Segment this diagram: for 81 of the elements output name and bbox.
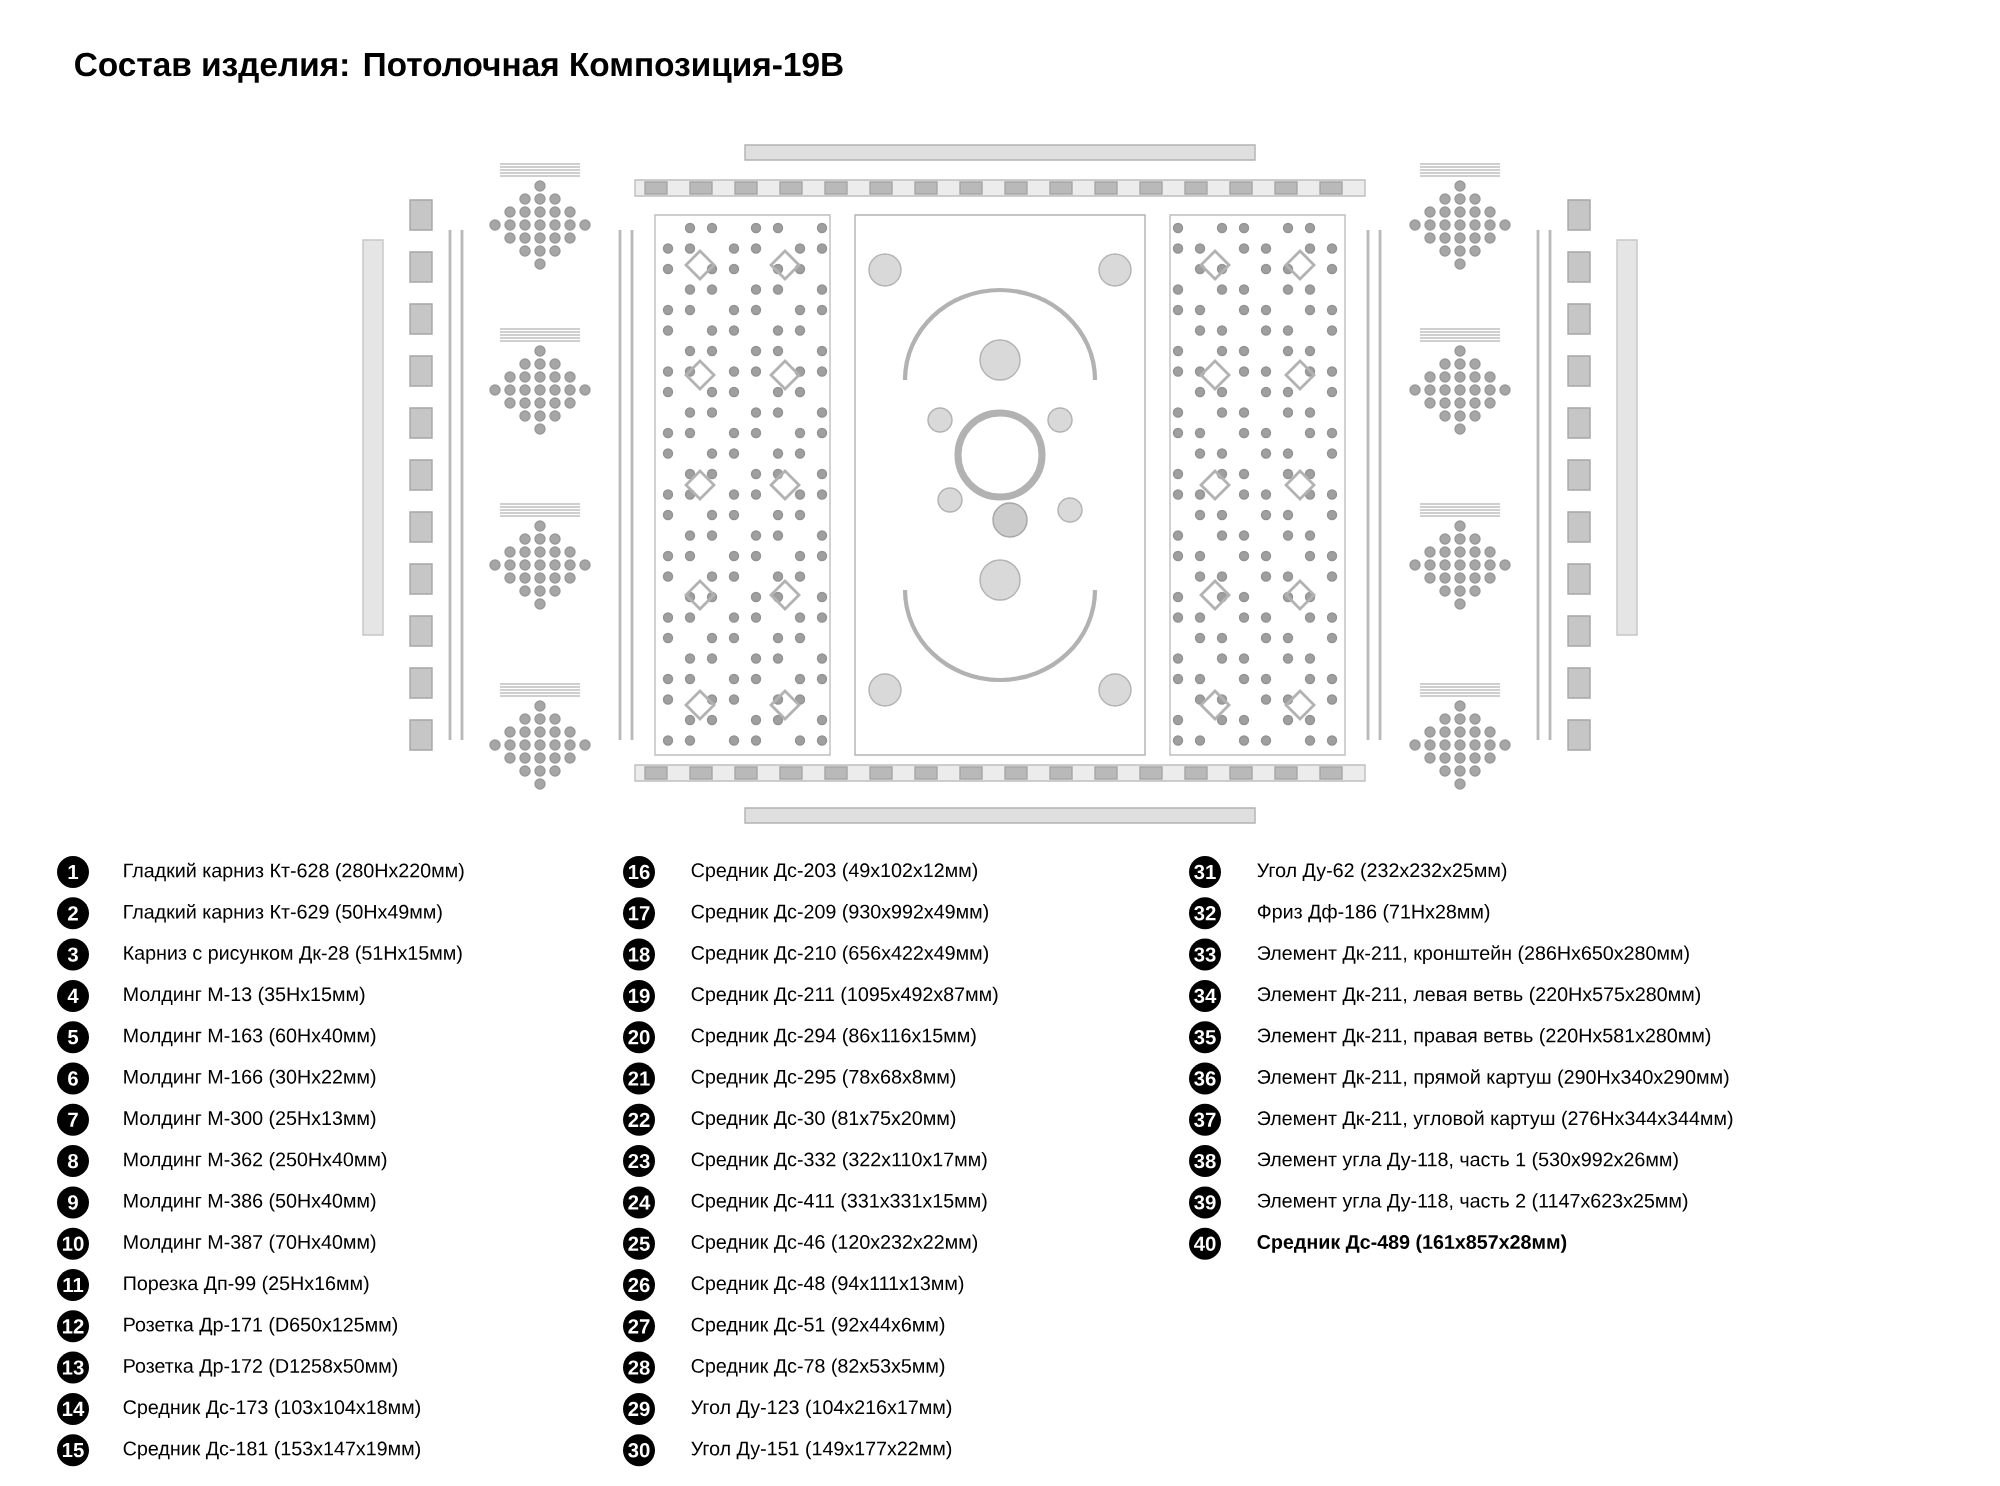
part-description: Средник Дс-211 (1095х492х87мм) [691, 986, 998, 1006]
part-description: Порезка Дп-99 (25Нх16мм) [124, 1275, 369, 1295]
part-description: Элемент угла Ду-118, часть 1 (530х992х26мм) [1257, 1151, 1678, 1171]
callout-number: 9 [57, 1186, 89, 1219]
callout-number: 35 [1189, 1021, 1221, 1054]
part-description: Молдинг М-300 (25Нх13мм) [124, 1110, 376, 1129]
part-description: Средник Дс-203 (49х102х12мм) [691, 862, 978, 882]
part-description: Молдинг М-386 (50Нх40мм) [124, 1193, 376, 1212]
callout-number: 34 [1189, 979, 1221, 1012]
part-description: Элемент угла Ду-118, часть 2 (1147х623х25мм) [1257, 1193, 1688, 1212]
part-description: Средник Дс-48 (94х111х13мм) [691, 1275, 964, 1295]
part-description: Молдинг М-13 (35Нх15мм) [124, 986, 365, 1006]
callout-number: 8 [57, 1145, 89, 1178]
part-description: Средник Дс-332 (322х110х17мм) [691, 1151, 987, 1171]
part-description: Гладкий карниз Кт-628 (280Нх220мм) [124, 862, 464, 882]
callout-number: 36 [1189, 1062, 1221, 1095]
callout-number: 33 [1189, 938, 1221, 971]
callout-number: 31 [1189, 856, 1221, 888]
callout-number: 15 [57, 1434, 89, 1467]
part-description: Средник Дс-295 (78х68х8мм) [691, 1069, 956, 1088]
part-description: Средник Дс-294 (86х116х15мм) [691, 1028, 976, 1047]
callout-number: 13 [57, 1351, 89, 1384]
callout-number: 27 [623, 1310, 655, 1343]
callout-number: 37 [1189, 1103, 1221, 1136]
part-description: Средник Дс-411 (331х331х15мм) [691, 1193, 987, 1212]
part-description: Молдинг М-166 (30Нх22мм) [124, 1069, 376, 1088]
part-description: Средник Дс-489 (161х857х28мм) [1257, 1234, 1567, 1253]
part-description: Средник Дс-209 (930х992х49мм) [691, 904, 988, 923]
part-description: Карниз с рисунком Дк-28 (51Нх15мм) [124, 945, 462, 964]
callout-number: 22 [623, 1103, 655, 1136]
callout-number: 24 [623, 1186, 655, 1219]
callout-number: 20 [623, 1021, 655, 1054]
title: Состав изделия: Потолочная Композиция-19В [75, 52, 843, 83]
callout-number: 17 [623, 897, 655, 930]
part-description: Угол Ду-62 (232х232х25мм) [1257, 862, 1507, 882]
callout-number: 3 [57, 938, 89, 971]
callout-number: 26 [623, 1269, 655, 1301]
callout-number: 25 [623, 1227, 655, 1260]
part-description: Средник Дс-181 (153х147х19мм) [123, 1441, 420, 1460]
part-description: Средник Дс-46 (120х232х22мм) [691, 1234, 978, 1253]
callout-number: 10 [57, 1227, 89, 1260]
callout-number: 21 [623, 1062, 655, 1095]
callout-number: 14 [57, 1392, 89, 1425]
callout-number: 29 [623, 1392, 655, 1425]
part-description: Средник Дс-51 (92х44х6мм) [691, 1317, 945, 1336]
part-description: Элемент Дк-211, правая ветвь (220Нх581х280мм) [1257, 1028, 1711, 1047]
part-description: Розетка Др-172 (D1258х50мм) [124, 1358, 398, 1377]
part-description: Элемент Дк-211, угловой картуш (276Нх344х344мм) [1257, 1110, 1733, 1130]
callout-number: 1 [57, 856, 89, 888]
callout-number: 30 [623, 1434, 655, 1467]
part-description: Гладкий карниз Кт-629 (50Нх49мм) [124, 903, 442, 923]
callout-number: 40 [1189, 1227, 1221, 1260]
callout-number: 6 [57, 1062, 89, 1095]
callout-number: 7 [57, 1103, 89, 1136]
part-description: Розетка Др-171 (D650х125мм) [124, 1317, 398, 1336]
callout-number: 19 [623, 979, 655, 1012]
part-description: Угол Ду-151 (149х177х22мм) [691, 1441, 952, 1460]
callout-number: 11 [57, 1269, 89, 1301]
part-description: Угол Ду-123 (104х216х17мм) [691, 1399, 952, 1419]
part-description: Элемент Дк-211, левая ветвь (220Нх575х280мм) [1257, 986, 1701, 1006]
callout-number: 38 [1189, 1145, 1221, 1178]
callout-number: 16 [623, 856, 655, 888]
part-description: Средник Дс-30 (81х75х20мм) [691, 1110, 956, 1129]
part-description: Молдинг М-362 (250Нх40мм) [124, 1151, 387, 1171]
part-description: Молдинг М-387 (70Нх40мм) [124, 1234, 376, 1253]
callout-number: 28 [623, 1351, 655, 1384]
callout-number: 23 [623, 1145, 655, 1178]
part-description: Элемент Дк-211, прямой картуш (290Нх340х290мм) [1257, 1069, 1729, 1088]
part-description: Молдинг М-163 (60Нх40мм) [124, 1028, 376, 1047]
callout-number: 5 [57, 1021, 89, 1054]
callout-number: 32 [1189, 897, 1221, 930]
callout-number: 39 [1189, 1186, 1221, 1219]
part-description: Фриз Дф-186 (71Нх28мм) [1257, 904, 1490, 923]
part-description: Элемент Дк-211, кронштейн (286Нх650х280мм) [1257, 945, 1689, 964]
part-description: Средник Дс-173 (103х104х18мм) [123, 1399, 420, 1419]
callout-number: 2 [57, 897, 89, 930]
callout-number: 12 [57, 1310, 89, 1343]
part-description: Средник Дс-78 (82х53х5мм) [691, 1358, 945, 1377]
part-description: Средник Дс-210 (656х422х49мм) [691, 945, 988, 964]
callout-number: 18 [623, 938, 655, 971]
callout-number: 4 [57, 979, 89, 1012]
